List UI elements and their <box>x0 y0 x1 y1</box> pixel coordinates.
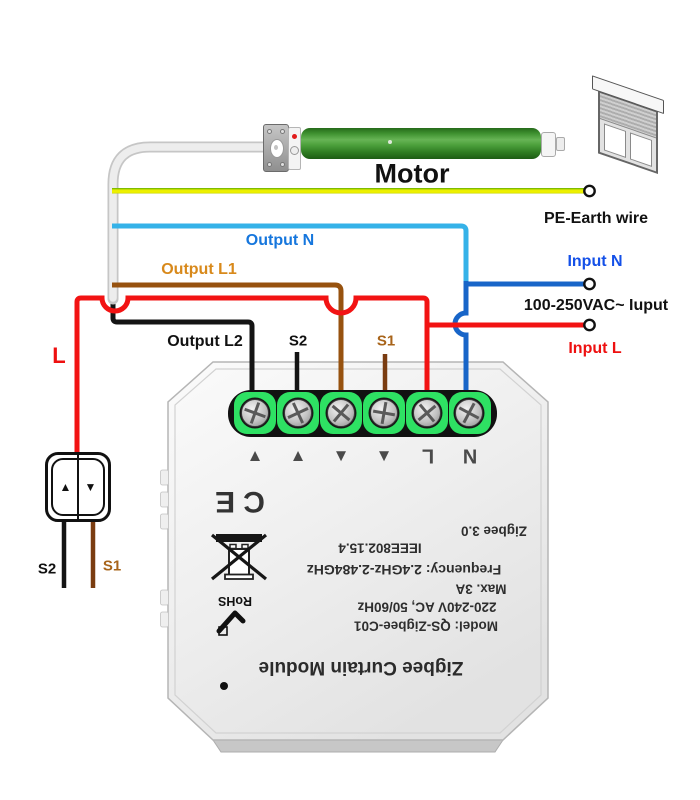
module-side-face <box>212 739 504 753</box>
tube-speck <box>388 140 392 144</box>
terminal-mark-up1: ▲ <box>246 446 264 465</box>
switch-up-button: ▲ <box>53 460 78 514</box>
vac-input-label: 100-250VAC~ Iuput <box>523 297 669 314</box>
curtain-wall-switch: ▲ ▼ <box>45 452 111 522</box>
module-led-dot <box>220 682 228 690</box>
motor-adapter <box>288 127 301 170</box>
input-n-label: Input N <box>567 253 623 270</box>
motor-end-cap <box>541 132 556 157</box>
rohs-check-icon <box>216 610 246 636</box>
terminal-mark-n: N <box>462 444 478 467</box>
output-l2-label: Output L2 <box>167 333 243 350</box>
terminal-strip <box>228 390 497 437</box>
motor-end-pin <box>556 137 565 151</box>
module-edge-notches <box>160 469 169 628</box>
screw-icon <box>280 162 285 167</box>
switch-down-button: ▼ <box>78 460 103 514</box>
input-n-terminal-circle <box>583 277 596 291</box>
screw-icon <box>267 129 272 134</box>
terminal-screws <box>239 397 485 429</box>
output-n-wire <box>112 223 469 281</box>
pe-earth-wire <box>112 188 584 194</box>
motor-hub <box>270 139 284 158</box>
output-l2-wire <box>110 294 255 392</box>
live-l-label: L <box>52 343 66 368</box>
motor-label: Motor <box>374 158 450 189</box>
module-body <box>160 361 549 753</box>
output-l1-wire <box>112 282 344 392</box>
motor-indicator-dot <box>292 134 297 139</box>
s1-switch-label: S1 <box>102 557 122 575</box>
s2-module-label: S2 <box>288 332 308 350</box>
terminal-mark-up2: ▲ <box>289 446 307 465</box>
weee-icon <box>210 533 268 581</box>
module-max-current: Max. 3A <box>455 581 507 597</box>
terminal-mark-l: L <box>421 444 435 467</box>
down-arrow-icon: ▼ <box>84 480 97 494</box>
terminal-mark-dn2: ▼ <box>375 446 393 465</box>
s1-module-label: S1 <box>376 332 396 350</box>
window-pane-left <box>604 123 626 158</box>
output-n-label: Output N <box>245 232 315 249</box>
s2-switch-label: S2 <box>37 560 57 578</box>
module-ieee: IEEE802.15.4 <box>338 540 422 556</box>
terminal-circles <box>583 184 596 332</box>
motor-cable <box>107 141 272 305</box>
module-zigbee-version: Zigbee 3.0 <box>460 523 528 539</box>
pe-earth-label: PE-Earth wire <box>543 210 649 227</box>
input-l-terminal-circle <box>583 318 596 332</box>
output-l1-label: Output L1 <box>161 261 237 278</box>
up-arrow-icon: ▲ <box>59 480 72 494</box>
terminal-mark-dn1: ▼ <box>332 446 350 465</box>
pe-terminal-circle <box>583 184 596 198</box>
input-l-label: Input L <box>568 340 622 357</box>
screw-icon <box>267 162 272 167</box>
rohs-label: RoHS <box>217 594 253 608</box>
module-voltage: 220-240V AC, 50/60Hz <box>357 599 497 615</box>
motor-tube <box>301 128 541 159</box>
screw-icon <box>280 129 285 134</box>
switch-divider <box>77 455 79 519</box>
window-pane-right <box>630 132 652 167</box>
module-frequency: Frequency: 2.4GHz-2.484GHz <box>306 562 502 578</box>
motor-head-bracket <box>263 124 289 172</box>
motor-dial <box>290 146 299 155</box>
ce-mark: CE <box>207 485 265 518</box>
live-wire <box>74 295 584 456</box>
module-model: Model: QS-Zigbee-C01 <box>353 618 499 634</box>
module-product-name: Zigbee Curtain Module <box>258 657 464 678</box>
module-inner-line <box>174 368 542 734</box>
